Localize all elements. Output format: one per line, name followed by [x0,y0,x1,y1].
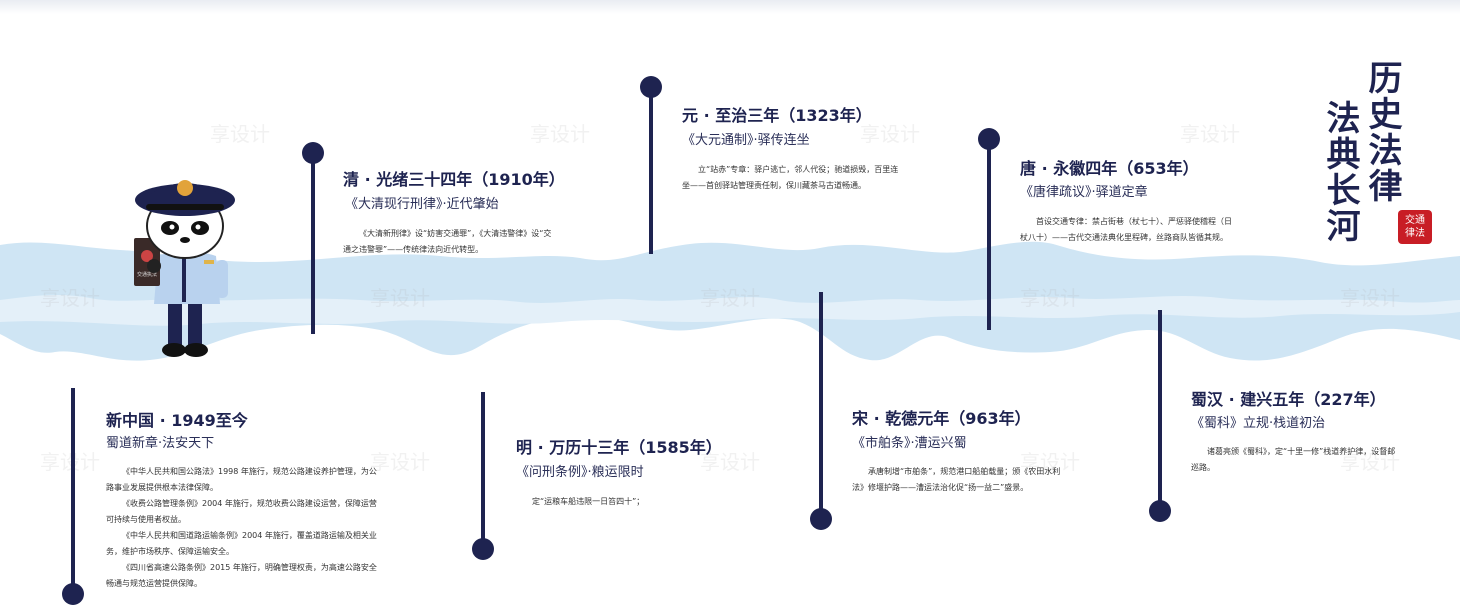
badge-text: 交通执法 [137,271,157,278]
top-shadow [0,0,1460,14]
watermark: 享设计 [40,286,100,310]
timeline-stem [1158,310,1162,510]
watermark: 享设计 [860,122,920,146]
event-title: 新中国 · 1949至今 [106,411,248,430]
watermark: 享设计 [370,450,430,474]
timeline-dot [302,142,324,164]
event-description: 承唐制增“市舶条”，规范港口船舶载量；颁《农田水利法》修堰护路——漕运法治化促“… [852,464,1068,496]
timeline-stem [819,292,823,518]
timeline-stem [649,90,653,254]
seal-text: 交通律法 [1405,215,1425,239]
event-description: 首设交通专律：禁占街巷（杖七十）、严惩驿使稽程（日杖八十）——古代交通法典化里程… [1020,214,1236,246]
description-paragraph: 定“运粮车船违限一日笞四十”； [532,497,645,506]
timeline-dot [978,128,1000,150]
event-title: 清 · 光绪三十四年（1910年） [343,170,565,189]
watermark: 享设计 [210,122,270,146]
event-subtitle: 《问刑条例》·粮运限时 [516,465,644,480]
event-description: 《中华人民共和国公路法》1998 年施行，规范公路建设养护管理，为公路事业发展提… [106,464,378,592]
heading-line1: 历史法律 [1362,60,1402,204]
watermark: 享设计 [530,122,590,146]
watermark: 享设计 [1020,450,1080,474]
timeline-stem [71,388,75,588]
timeline-dot [472,538,494,560]
description-paragraph: 首设交通专律：禁占街巷（杖七十）、严惩驿使稽程（日杖八十）——古代交通法典化里程… [1020,217,1232,242]
watermark: 享设计 [1180,122,1240,146]
timeline-dot [640,76,662,98]
timeline-dot [810,508,832,530]
event-subtitle: 《大清现行刑律》·近代肇始 [345,197,499,212]
event-title: 唐 · 永徽四年（653年） [1020,159,1199,178]
description-paragraph: 《中华人民共和国公路法》1998 年施行，规范公路建设养护管理，为公路事业发展提… [106,467,377,492]
description-paragraph: 《中华人民共和国道路运输条例》2004 年施行，覆盖道路运输及相关业务，维护市场… [106,531,377,556]
event-subtitle: 《唐律疏议》·驿道定章 [1020,185,1148,200]
event-title: 元 · 至治三年（1323年） [682,106,872,125]
watermark: 享设计 [1340,450,1400,474]
description-paragraph: 诸葛亮颁《蜀科》，定“十里一修”栈道养护律，设督邮巡路。 [1191,447,1396,472]
timeline-stem [481,392,485,548]
panda-officer-mascot: 交通执法 [134,180,235,357]
description-paragraph: 《四川省高速公路条例》2015 年施行，明确管理权责，为高速公路安全畅通与规范运… [106,563,377,588]
event-title: 明 · 万历十三年（1585年） [516,438,722,457]
event-title: 宋 · 乾德元年（963年） [852,409,1031,428]
event-description: 立“站赤”专章：驿户逃亡，邻人代役；驰道损毁，百里连坐——首创驿站管理责任制，保… [682,162,902,194]
event-description: 《大清新刑律》设“妨害交通罪”，《大清违警律》设“交通之违警罪”——传统律法向近… [343,226,559,258]
timeline-dot [62,583,84,605]
description-paragraph: 立“站赤”专章：驿户逃亡，邻人代役；驰道损毁，百里连坐——首创驿站管理责任制，保… [682,165,899,190]
description-paragraph: 承唐制增“市舶条”，规范港口船舶载量；颁《农田水利法》修堰护路——漕运法治化促“… [852,467,1061,492]
event-title: 蜀汉 · 建兴五年（227年） [1191,390,1386,409]
description-paragraph: 《收费公路管理条例》2004 年施行，规范收费公路建设运营，保障运营可持续与使用… [106,499,377,524]
description-paragraph: 《大清新刑律》设“妨害交通罪”，《大清违警律》设“交通之违警罪”——传统律法向近… [343,229,552,254]
event-description: 诸葛亮颁《蜀科》，定“十里一修”栈道养护律，设督邮巡路。 [1191,444,1403,476]
watermark: 享设计 [1340,286,1400,310]
event-subtitle: 《市舶条》·漕运兴蜀 [852,436,967,451]
watermark: 享设计 [40,450,100,474]
event-subtitle: 蜀道新章·法安天下 [106,436,215,451]
event-description: 定“运粮车船违限一日笞四十”； [516,494,716,510]
heading-line2: 法典长河 [1320,100,1360,244]
event-subtitle: 《蜀科》立规·栈道初治 [1191,416,1326,431]
watermark: 享设计 [700,450,760,474]
timeline-stem [987,142,991,330]
watermark: 享设计 [1020,286,1080,310]
watermark: 享设计 [700,286,760,310]
seal-stamp: 交通律法 [1398,210,1432,244]
timeline-stem [311,156,315,334]
event-subtitle: 《大元通制》·驿传连坐 [682,133,810,148]
timeline-dot [1149,500,1171,522]
watermark: 享设计 [370,286,430,310]
